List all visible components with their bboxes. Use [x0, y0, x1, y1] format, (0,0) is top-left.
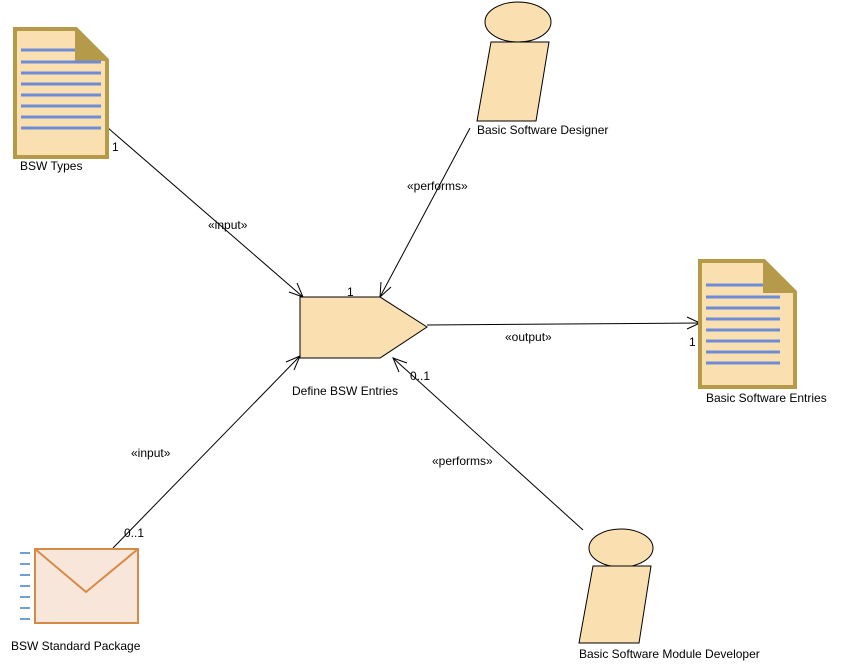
types-source-multiplicity: 1 — [112, 140, 119, 154]
node-basic-software-module-developer[interactable]: Basic Software Module Developer — [578, 528, 760, 661]
node-bsw-types[interactable]: BSW Types — [13, 26, 110, 173]
package-source-multiplicity: 0..1 — [124, 526, 144, 540]
envelope-icon — [20, 548, 139, 624]
basic-software-entries-label: Basic Software Entries — [706, 391, 827, 405]
role-icon — [476, 1, 552, 122]
developer-target-multiplicity: 0..1 — [410, 369, 430, 383]
edge-developer-to-task — [392, 357, 584, 531]
document-icon — [13, 26, 110, 159]
node-bsw-standard-package[interactable]: BSW Standard Package — [11, 548, 141, 653]
types-input-stereotype: «input» — [208, 218, 248, 232]
basic-software-module-developer-label: Basic Software Module Developer — [579, 647, 760, 661]
entries-target-multiplicity: 1 — [689, 335, 696, 349]
task-target-multiplicity: 1 — [347, 285, 354, 299]
bsw-standard-package-label: BSW Standard Package — [11, 639, 141, 653]
designer-performs-stereotype: «performs» — [407, 179, 468, 193]
bsw-types-label: BSW Types — [20, 159, 82, 173]
package-input-stereotype: «input» — [131, 446, 171, 460]
node-basic-software-entries[interactable]: Basic Software Entries — [698, 258, 827, 405]
edge-types-to-task — [107, 127, 304, 298]
define-bsw-entries-label: Define BSW Entries — [292, 384, 398, 398]
node-basic-software-designer[interactable]: Basic Software Designer — [476, 1, 608, 137]
role-icon — [578, 528, 654, 644]
task-icon — [299, 296, 428, 359]
developer-performs-stereotype: «performs» — [432, 454, 493, 468]
document-icon — [698, 258, 798, 389]
entries-output-stereotype: «output» — [505, 330, 552, 344]
edge-task-to-entries — [426, 316, 702, 330]
edge-designer-to-task — [379, 127, 471, 299]
node-define-bsw-entries[interactable]: Define BSW Entries — [292, 296, 428, 398]
basic-software-designer-label: Basic Software Designer — [477, 123, 608, 137]
